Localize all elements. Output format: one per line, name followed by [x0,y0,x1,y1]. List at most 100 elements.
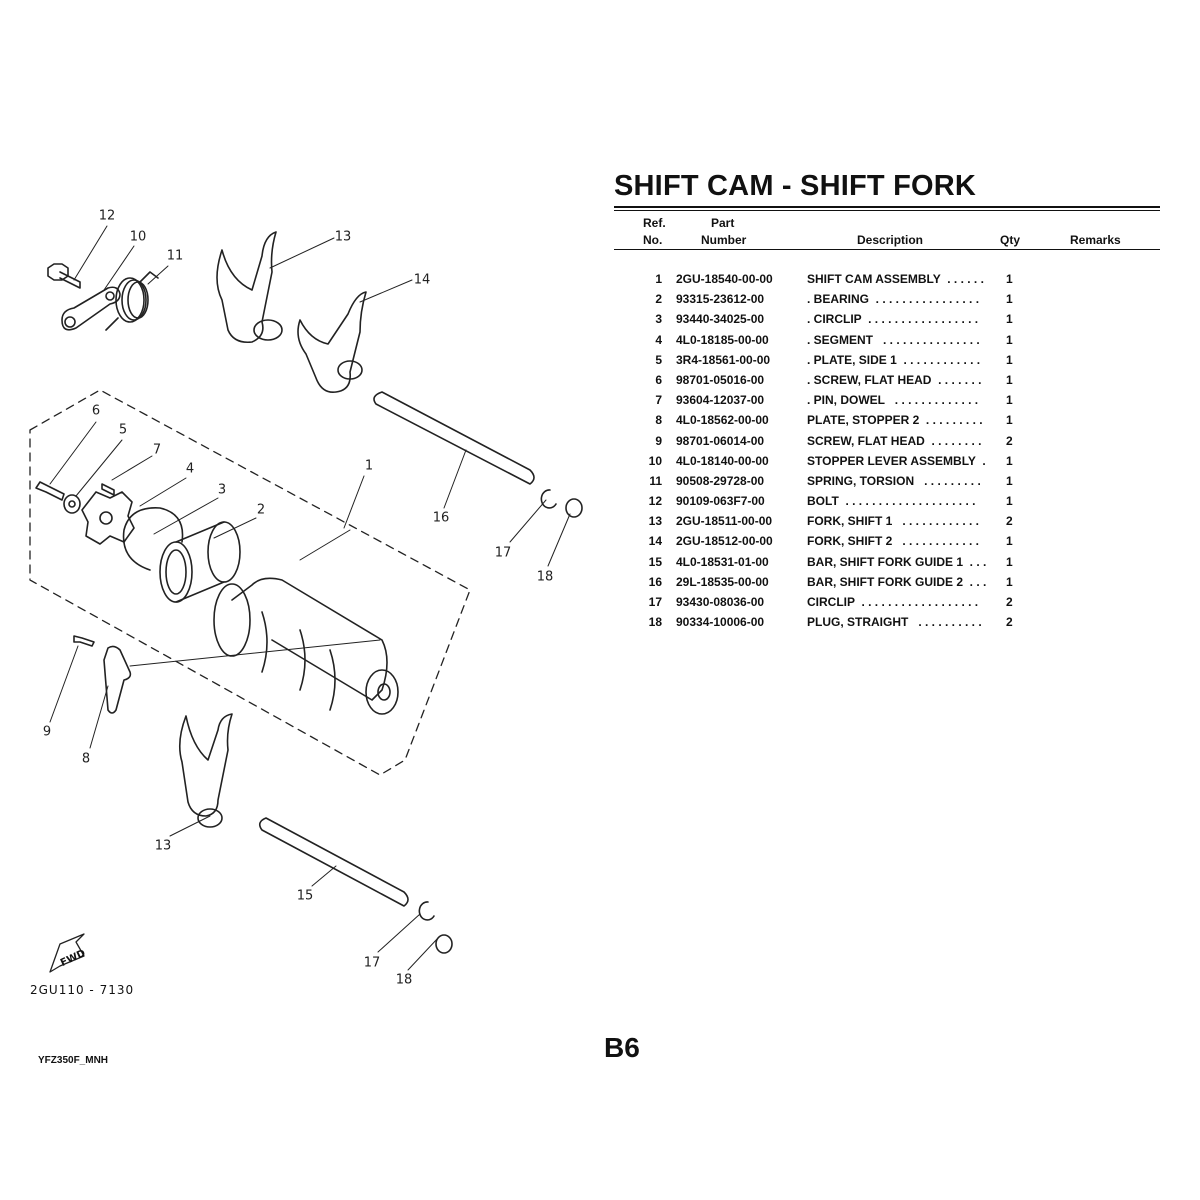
quantity: 1 [1006,352,1013,367]
ref-no: 12 [648,494,662,509]
callout-16: 16 [432,510,450,526]
guide-bar-15 [258,817,409,907]
circlip-3 [122,507,184,571]
header-description: Description [857,233,924,247]
description: BAR, SHIFT FORK GUIDE 1 . . . [807,554,987,569]
quantity: 1 [1006,372,1013,387]
part-number: 90109-063F7-00 [676,494,765,509]
quantity: 1 [1006,453,1013,468]
header-rule [614,249,1160,250]
part-number: 93315-23612-00 [676,292,765,307]
callout-7: 7 [152,442,162,458]
bolt-12 [47,263,81,289]
description: SPRING, TORSION . . . . . . . . . [807,473,981,488]
part-number: 4L0-18531-01-00 [676,554,769,569]
part-number: 98701-06014-00 [676,433,765,448]
callout-1: 1 [364,458,374,474]
description: . BEARING . . . . . . . . . . . . . . . … [807,292,980,307]
description: . SEGMENT . . . . . . . . . . . . . . . [807,332,980,347]
ref-no: 11 [649,473,662,488]
callout-2: 2 [256,502,266,518]
header-remarks: Remarks [1070,233,1121,247]
quantity: 1 [1006,494,1013,509]
description: SCREW, FLAT HEAD . . . . . . . . [807,433,982,448]
stopper-lever-10 [61,286,121,331]
ref-no: 4 [655,332,662,347]
ref-no: 10 [648,453,662,468]
part-number: 2GU-18512-00-00 [676,534,773,549]
callout-10: 10 [129,229,147,245]
callout-5: 5 [118,422,128,438]
part-number: 90334-10006-00 [676,615,765,630]
callout-17: 17 [494,545,512,561]
description: FORK, SHIFT 1 . . . . . . . . . . . . [807,514,980,529]
quantity: 1 [1006,554,1013,569]
ref-no: 13 [648,514,662,529]
segment-4 [81,491,135,545]
fwd-arrow-icon [49,933,85,973]
ref-no: 17 [648,595,662,609]
ref-no: 14 [648,534,662,549]
shift-fork-13-bottom [178,713,233,817]
ref-no: 16 [648,574,662,589]
shift-fork-14 [297,291,367,394]
description: . PIN, DOWEL . . . . . . . . . . . . . [807,393,979,408]
callout-11: 11 [166,248,184,264]
header-no: No. [643,233,663,247]
callout-18: 18 [536,569,554,585]
description: STOPPER LEVER ASSEMBLY . [807,453,986,468]
callout-17: 17 [363,955,381,971]
quantity: 1 [1006,272,1013,286]
stopper-plate-8 [103,645,132,714]
exploded-parts-diagram [29,225,583,973]
quantity: 1 [1006,413,1013,428]
callout-12: 12 [98,208,116,224]
description: SHIFT CAM ASSEMBLY . . . . . . [807,272,984,286]
callout-3: 3 [217,482,227,498]
header-ref: Ref. [643,216,666,230]
callout-4: 4 [185,461,195,477]
ref-no: 2 [655,292,662,307]
header-qty: Qty [1000,233,1021,247]
table-row: 2 93315-23612-00 . BEARING . . . . . . . .… [630,292,1170,312]
ref-no: 6 [655,372,662,387]
guide-bar-16 [373,391,535,485]
title-rule [614,206,1160,208]
callout-18: 18 [395,972,413,988]
description: PLATE, STOPPER 2 . . . . . . . . . [807,413,983,428]
bearing-2 [159,521,241,603]
description: BOLT . . . . . . . . . . . . . . . . . .… [807,494,976,509]
part-number: 93430-08036-00 [676,595,765,609]
quantity: 2 [1006,433,1013,448]
callout-9: 9 [42,724,52,740]
ref-no: 15 [648,554,662,569]
quantity: 1 [1006,393,1013,408]
part-number: 2GU-18511-00-00 [676,514,773,529]
title-rule-2 [614,210,1160,211]
part-number: 4L0-18562-00-00 [676,413,769,428]
ref-no: 1 [655,272,662,286]
quantity: 1 [1006,574,1013,589]
shift-fork-13-top [216,231,277,344]
description: PLUG, STRAIGHT . . . . . . . . . . [807,615,982,630]
ref-no: 5 [655,352,662,367]
part-number: 98701-05016-00 [676,372,765,387]
callout-13: 13 [334,229,352,245]
table-row: 15 4L0-18531-01-00 BAR, SHIFT FORK GUIDE 1… [630,555,1170,575]
shift-cam-1 [213,577,399,715]
callout-15: 15 [296,888,314,904]
ref-no: 7 [655,393,662,408]
callout-14: 14 [413,272,431,288]
ref-no: 3 [655,312,662,327]
header-part: Part [711,216,735,230]
